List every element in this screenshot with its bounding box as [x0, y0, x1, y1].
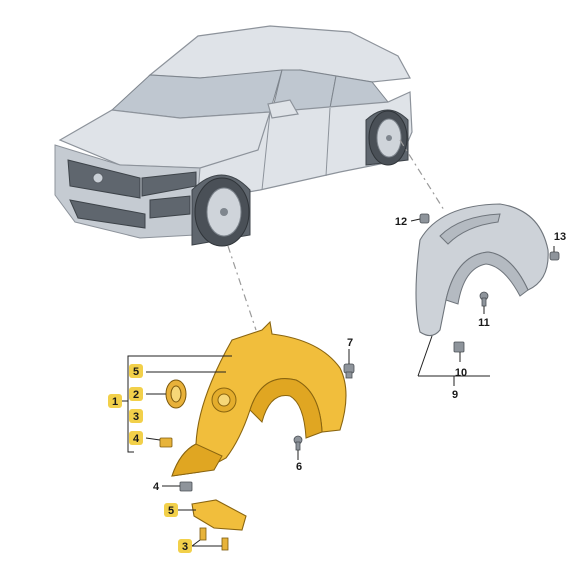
callout-4-top: 4 [133, 433, 140, 445]
callout-6: 6 [296, 461, 302, 473]
callout-1: 1 [112, 396, 118, 408]
callout-lines [122, 218, 555, 547]
callout-9: 9 [452, 389, 458, 401]
callout-5-bottom: 5 [168, 505, 174, 517]
callout-7: 7 [347, 337, 353, 349]
leader-lines [227, 139, 445, 331]
callout-3-bottom: 3 [182, 541, 188, 553]
callout-labels: 5 2 1 3 4 4 5 3 7 6 12 13 11 10 9 [108, 216, 566, 553]
callout-10: 10 [455, 367, 467, 379]
callout-5-top: 5 [133, 366, 139, 378]
callout-3-middle: 3 [133, 411, 139, 423]
front-wheel-liner [171, 320, 347, 477]
bracket-part [191, 499, 247, 531]
callout-2: 2 [133, 389, 139, 401]
callout-13: 13 [554, 231, 566, 243]
callout-11: 11 [478, 317, 490, 329]
fasteners [159, 213, 560, 551]
rear-wheel-liner [415, 203, 549, 337]
callout-4-bottom: 4 [153, 481, 160, 493]
car-illustration [54, 25, 413, 247]
callout-12: 12 [395, 216, 407, 228]
